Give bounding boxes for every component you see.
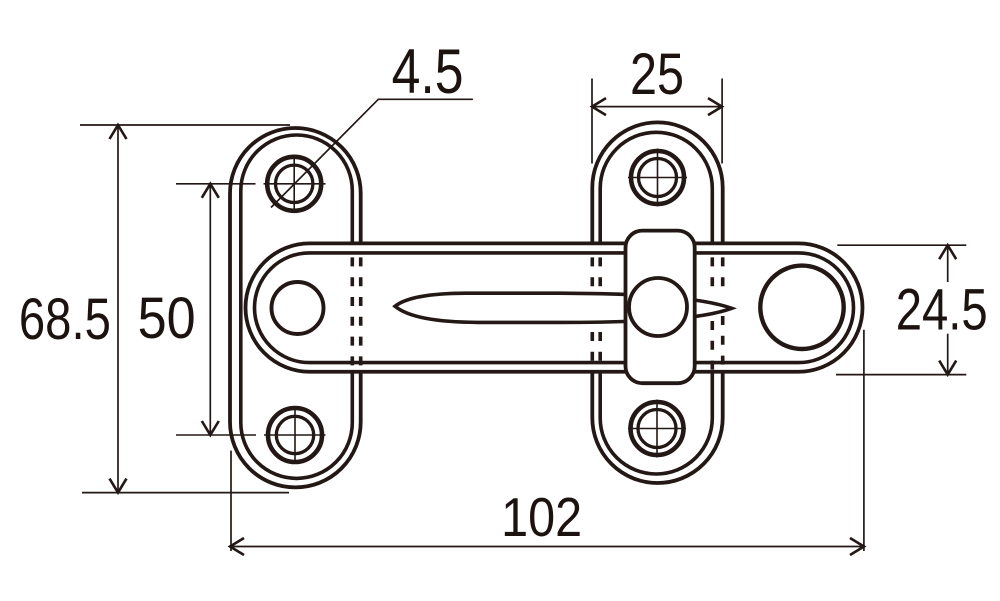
svg-text:24.5: 24.5 [896,278,988,343]
svg-text:102: 102 [501,486,582,548]
svg-text:25: 25 [630,42,684,107]
svg-text:4.5: 4.5 [392,37,464,107]
svg-text:50: 50 [138,286,196,351]
svg-text:68.5: 68.5 [19,287,111,352]
